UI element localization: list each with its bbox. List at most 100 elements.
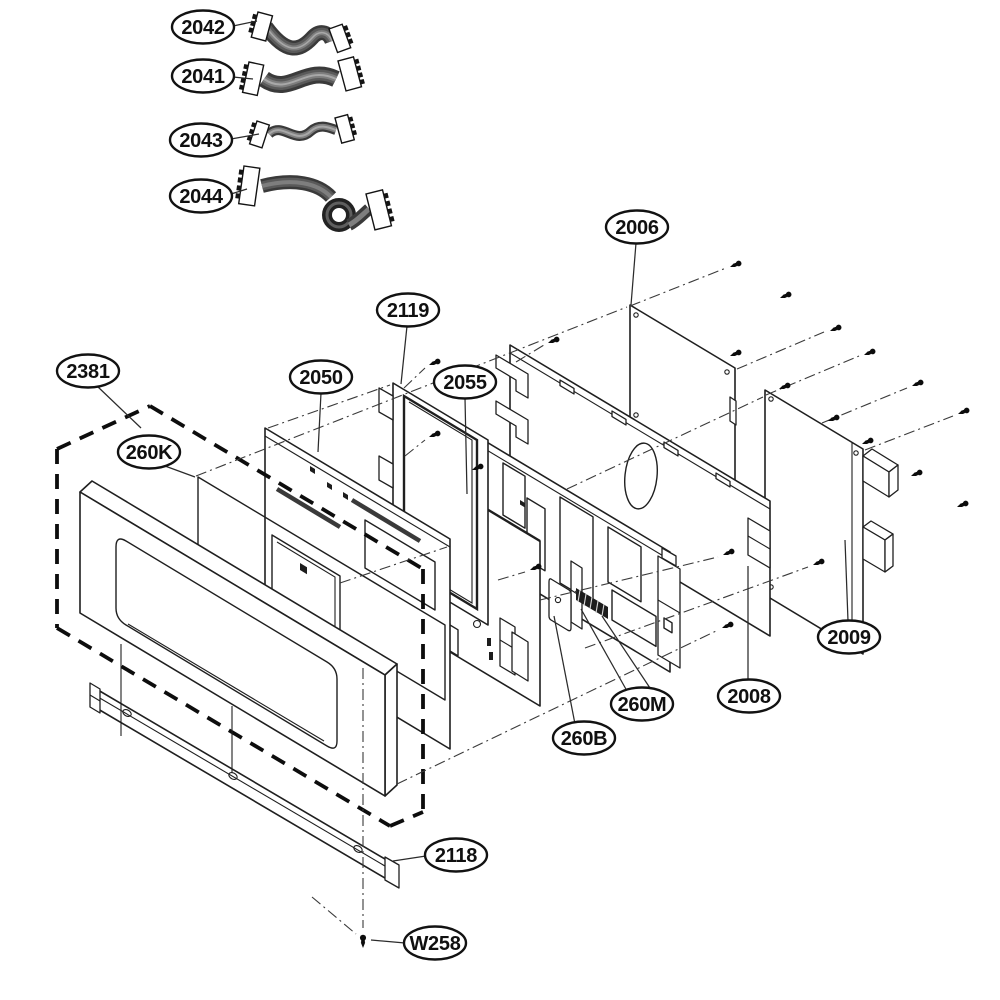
diagram-shape	[238, 84, 245, 90]
diagram-shape	[241, 70, 247, 77]
diagram-shape	[240, 77, 246, 84]
screw-icon	[777, 381, 792, 392]
callout-label: 2009	[827, 627, 870, 649]
callout-2043[interactable]: 2043	[168, 122, 260, 158]
diagram-shape	[402, 925, 468, 961]
diagram-shape	[236, 185, 242, 191]
diagram-shape	[384, 856, 400, 889]
diagram-shape	[317, 392, 322, 453]
diagram-shape	[611, 410, 627, 426]
diagram-shape	[359, 934, 367, 948]
callout-2006[interactable]: 2006	[604, 209, 670, 306]
diagram-shape	[566, 396, 764, 490]
diagram-shape	[347, 207, 371, 228]
diagram-shape	[328, 23, 352, 54]
diagram-shape	[385, 200, 391, 207]
callout-label: 2041	[181, 66, 224, 88]
diagram-shape	[663, 441, 679, 457]
diagram-shape	[469, 439, 671, 561]
diagram-shape	[164, 465, 196, 478]
screw-icon	[826, 413, 841, 424]
part-board-2009	[756, 389, 899, 655]
diagram-shape	[300, 563, 307, 575]
diagram-shape	[237, 177, 243, 183]
diagram-shape	[404, 439, 426, 457]
callout-2042[interactable]: 2042	[170, 9, 258, 45]
diagram-shape	[663, 617, 673, 634]
diagram-shape	[339, 546, 448, 584]
callout-label: 2050	[299, 367, 342, 389]
diagram-shape	[170, 9, 236, 45]
diagram-shape	[311, 896, 357, 935]
diagram-shape	[609, 686, 675, 722]
diagram-shape	[387, 208, 393, 215]
diagram-shape	[502, 462, 526, 529]
diagram-shape	[235, 165, 261, 207]
diagram-shape	[343, 492, 348, 500]
diagram-shape	[353, 845, 363, 853]
callout-label: 2118	[435, 845, 477, 867]
callout-2041[interactable]: 2041	[170, 58, 254, 94]
diagram-shape	[241, 61, 265, 97]
diagram-shape	[345, 31, 351, 38]
callout-260K[interactable]: 260K	[116, 434, 196, 478]
diagram-shape	[853, 450, 859, 456]
callout-2044[interactable]: 2044	[168, 178, 248, 214]
callout-2055[interactable]: 2055	[432, 364, 498, 495]
diagram-shape	[370, 939, 406, 944]
diagram-shape	[630, 242, 637, 306]
ribbon-cable-2044	[235, 165, 395, 232]
callout-2050[interactable]: 2050	[288, 359, 354, 453]
diagram-shape	[554, 596, 562, 604]
diagram-shape	[55, 353, 121, 389]
diagram-shape	[553, 615, 576, 725]
ribbon-cable-2041	[238, 56, 365, 97]
diagram-shape	[576, 588, 608, 619]
diagram-shape	[495, 354, 529, 399]
diagram-shape	[228, 772, 238, 780]
diagram-shape	[365, 189, 393, 231]
diagram-shape	[489, 652, 493, 660]
diagram-shape	[265, 26, 333, 49]
diagram-shape	[348, 116, 354, 122]
callout-label: 2006	[615, 217, 658, 239]
screw-icon	[860, 436, 875, 447]
diagram-shape	[884, 533, 894, 573]
callout-label: 2119	[387, 300, 429, 322]
callout-2008[interactable]: 2008	[716, 566, 782, 714]
diagram-shape	[351, 130, 357, 136]
diagram-shape	[243, 64, 249, 70]
diagram-shape	[79, 491, 386, 797]
callout-W258[interactable]: W258	[370, 925, 468, 961]
callout-2381[interactable]: 2381	[55, 353, 142, 429]
diagram-shape	[423, 837, 489, 873]
callout-260M[interactable]: 260M	[580, 608, 675, 722]
diagram-shape	[601, 603, 605, 617]
diagram-shape	[327, 482, 332, 490]
callout-2118[interactable]: 2118	[392, 837, 489, 873]
diagram-shape	[237, 165, 261, 207]
diagram-shape	[389, 810, 424, 828]
screw-icon	[778, 290, 793, 301]
diagram-shape	[657, 555, 681, 669]
diagram-shape	[765, 355, 860, 396]
diagram-shape	[611, 589, 657, 648]
diagram-shape	[747, 535, 771, 550]
callout-2009[interactable]: 2009	[816, 539, 882, 655]
diagram-shape	[661, 547, 677, 567]
diagram-shape	[384, 663, 398, 797]
screw-icon	[910, 378, 925, 389]
callout-label: 2055	[443, 372, 486, 394]
callout-260B[interactable]: 260B	[551, 615, 617, 756]
diagram-shape	[310, 466, 315, 474]
diagram-shape	[127, 623, 325, 742]
screw-icon	[427, 357, 442, 368]
callout-2119[interactable]: 2119	[375, 292, 441, 385]
diagram-shape	[248, 27, 254, 34]
diagram-shape	[357, 72, 364, 78]
diagram-shape	[375, 292, 441, 328]
diagram-shape	[359, 78, 365, 85]
diagram-shape	[248, 11, 274, 42]
